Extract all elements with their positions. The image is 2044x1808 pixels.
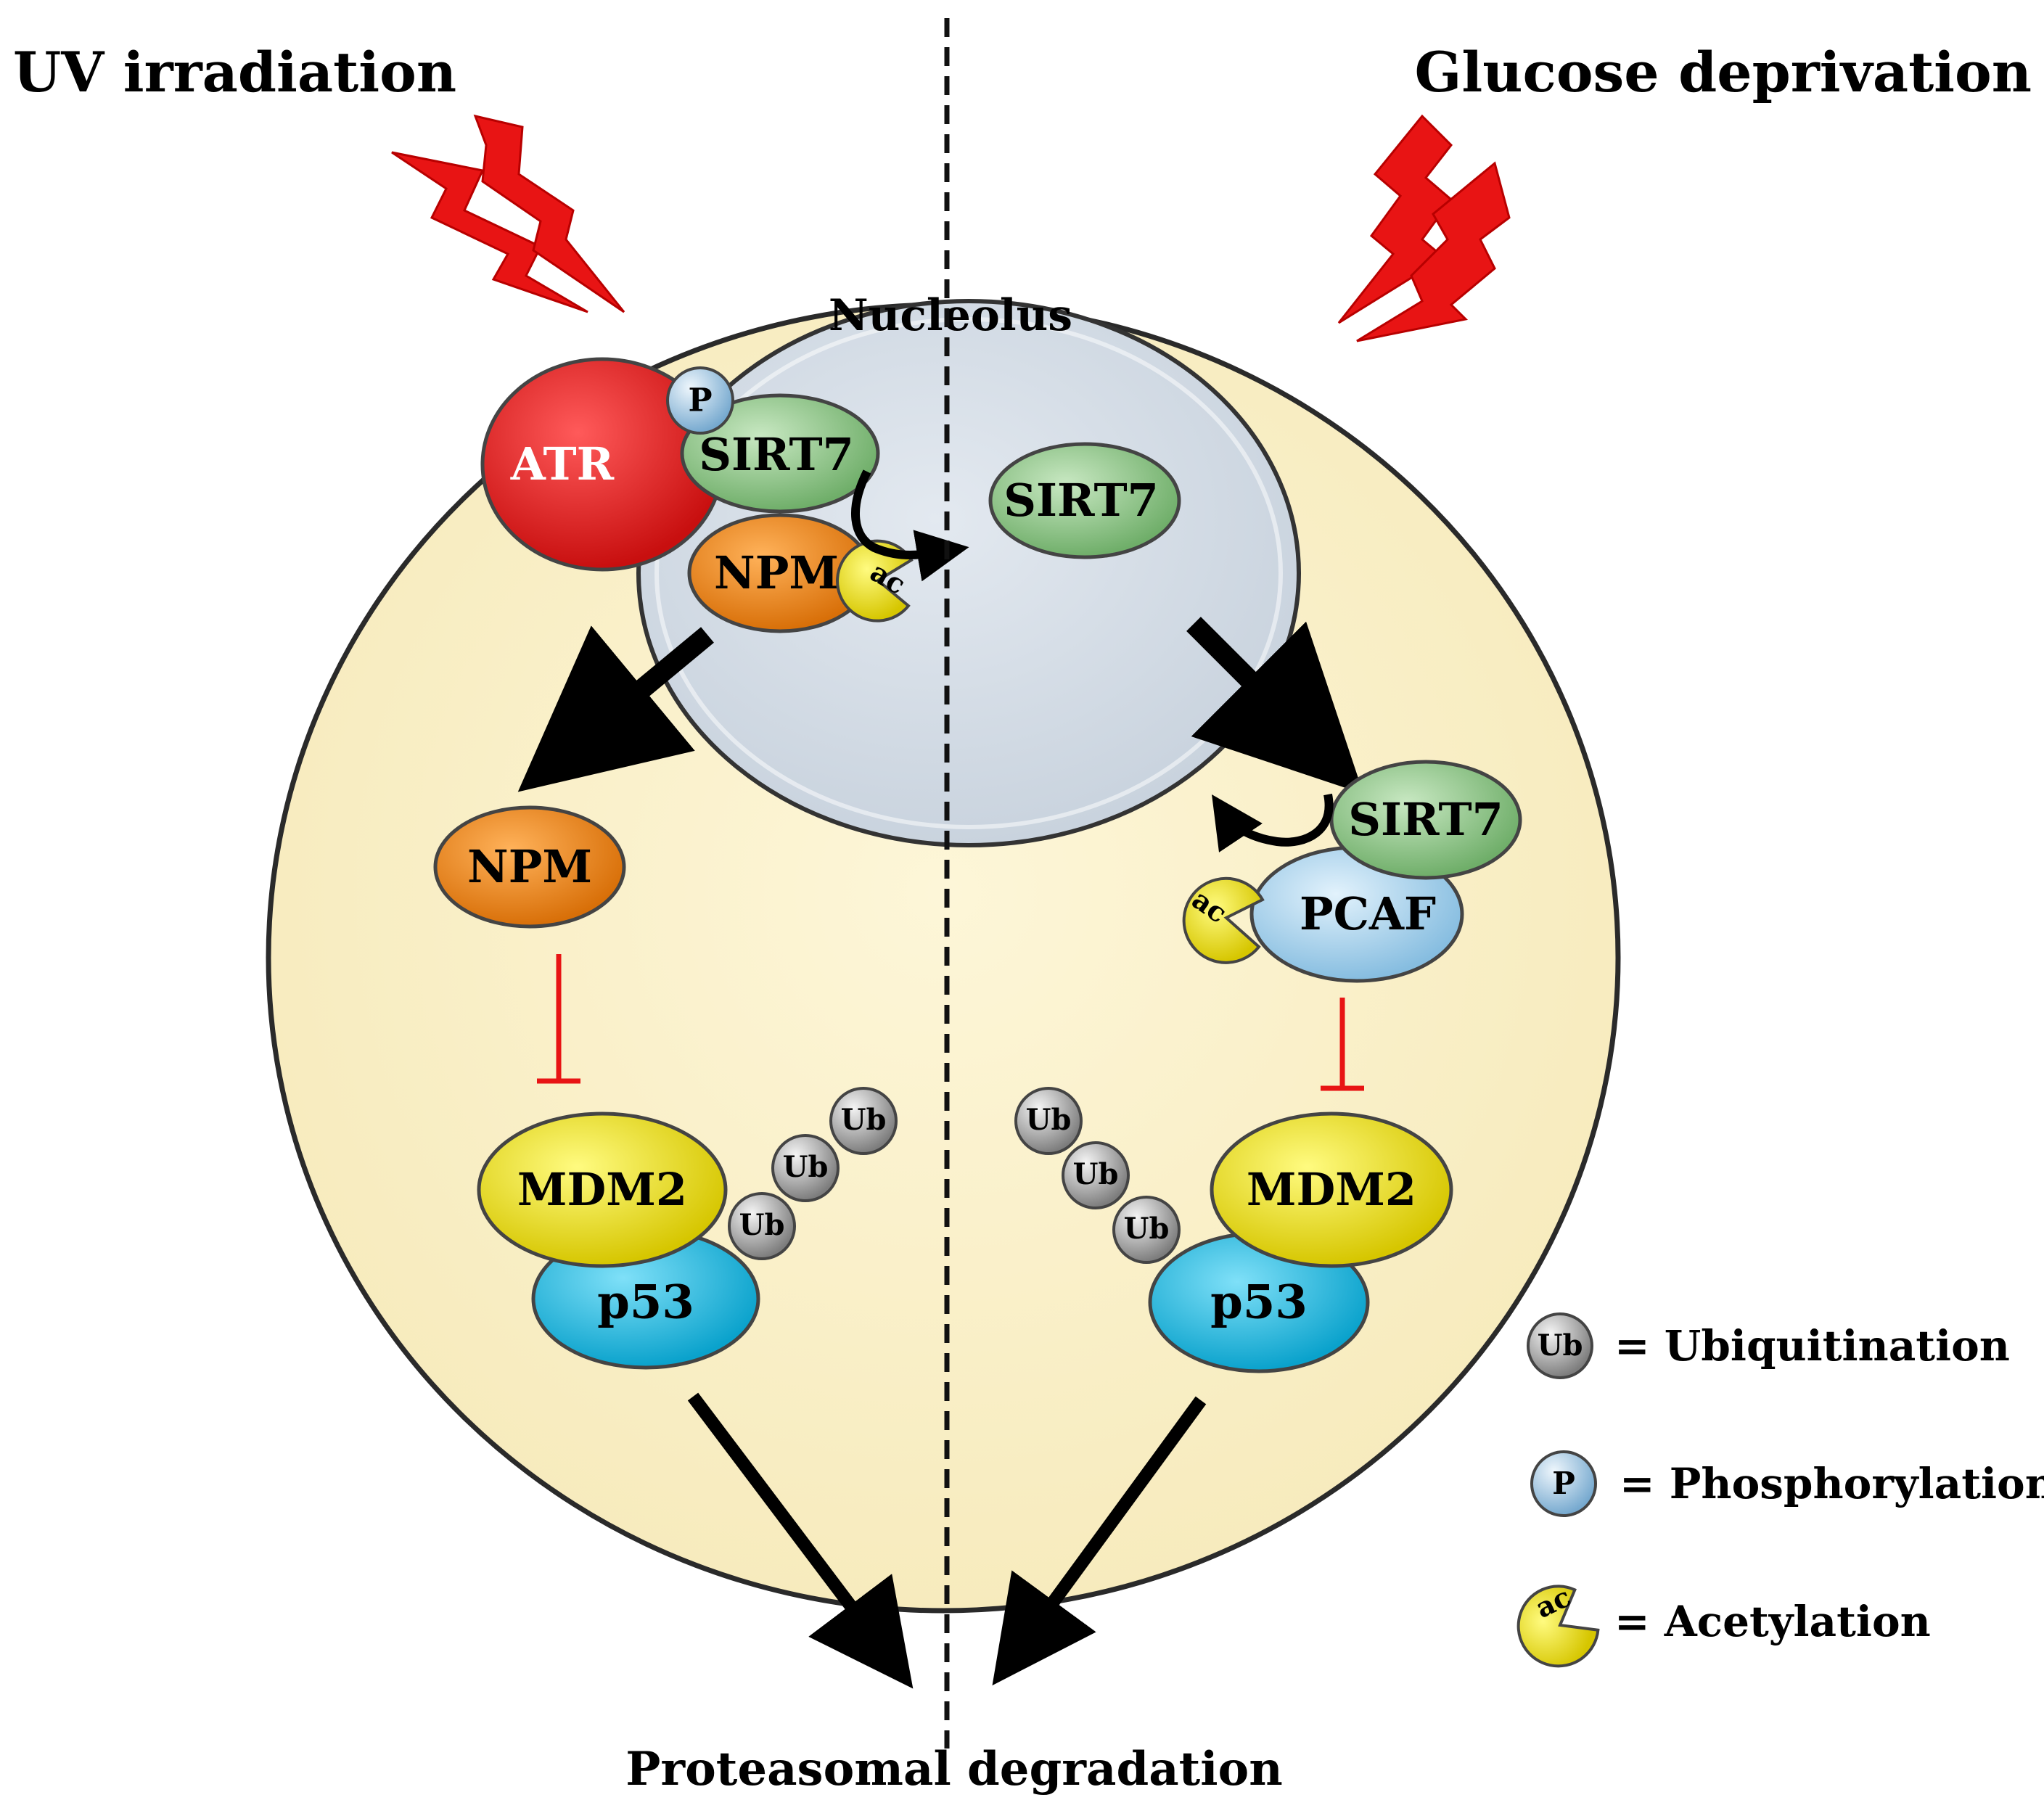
legend-phospho-icon xyxy=(1530,1450,1597,1517)
inhibition-right xyxy=(1321,998,1364,1091)
ub-label-right-1: Ub xyxy=(1124,1212,1170,1246)
degradation-arrow-right xyxy=(992,1396,1207,1686)
sirt7-protein-left xyxy=(680,393,880,514)
phospho-label: P xyxy=(688,382,712,419)
mdm2-p53-complex-right: p53 MDM2 Ub Ub Ub xyxy=(1014,1087,1453,1373)
degradation-arrow-left xyxy=(687,1392,914,1689)
legend-ub-symbol: Ub xyxy=(1538,1328,1583,1363)
legend-item-ubiquitination: Ub = Ubiquitination xyxy=(1527,1312,2010,1379)
pcaf-label: PCAF xyxy=(1300,887,1436,940)
deacetylation-arrow-left xyxy=(851,469,969,582)
sirt7-label-center: SIRT7 xyxy=(1003,474,1159,527)
ub-marker-right-1 xyxy=(1112,1196,1181,1264)
ub-label-right-2: Ub xyxy=(1073,1157,1119,1191)
pcaf-complex: PCAF SIRT7 ac xyxy=(1182,760,1522,983)
ub-marker-right-2 xyxy=(1062,1141,1130,1209)
ub-label-left-1: Ub xyxy=(739,1208,785,1242)
ub-label-left-2: Ub xyxy=(783,1150,829,1184)
npm-protein-cytoplasm xyxy=(433,805,626,929)
mdm2-p53-complex-left: p53 MDM2 Ub Ub Ub xyxy=(477,1087,898,1370)
left-title: UV irradiation xyxy=(13,40,456,104)
atr-label: ATR xyxy=(510,437,615,490)
sirt7-label-right: SIRT7 xyxy=(1348,793,1503,846)
legend-acetyl-label: = Acetylation xyxy=(1614,1597,1931,1646)
sirt7-label-left: SIRT7 xyxy=(699,428,854,481)
ub-label-right-3: Ub xyxy=(1026,1103,1072,1137)
legend-phospho-symbol: P xyxy=(1552,1466,1575,1501)
ub-marker-left-1 xyxy=(728,1192,796,1260)
p53-label-right: p53 xyxy=(1210,1275,1308,1330)
nucleolus-label: Nucleolus xyxy=(829,290,1072,341)
p53-label-left: p53 xyxy=(597,1275,694,1330)
legend-ub-icon xyxy=(1527,1312,1593,1379)
legend-phospho-label: = Phosphorylation xyxy=(1620,1459,2044,1508)
mdm2-label-left: MDM2 xyxy=(517,1163,687,1216)
npm-label-nucleolus: NPM xyxy=(714,546,839,599)
ub-marker-right-3 xyxy=(1014,1087,1083,1155)
legend-item-acetylation: ac = Acetylation xyxy=(1516,1580,1931,1668)
ub-marker-left-3 xyxy=(829,1087,898,1155)
legend-item-phosphorylation: P = Phosphorylation xyxy=(1530,1450,2044,1517)
npm-label-cytoplasm: NPM xyxy=(467,840,592,893)
ub-label-left-3: Ub xyxy=(841,1103,887,1137)
translocation-arrow-left xyxy=(517,625,714,792)
mdm2-protein-right xyxy=(1210,1111,1453,1268)
legend: Ub = Ubiquitination P = Phosphorylation … xyxy=(1516,1312,2044,1668)
uv-lightning-icon xyxy=(391,114,625,313)
acetyl-marker-pcaf xyxy=(1182,876,1265,964)
deacetylation-arrow-right xyxy=(1212,793,1334,852)
atr-complex: ATR SIRT7 P NPM ac xyxy=(480,357,969,633)
phospho-marker xyxy=(666,366,734,435)
ub-marker-left-2 xyxy=(771,1134,840,1202)
translocation-arrow-right xyxy=(1186,617,1364,794)
right-title: Glucose deprivation xyxy=(1415,40,2032,104)
mdm2-protein-left xyxy=(477,1111,728,1268)
acetyl-marker-npm xyxy=(836,539,914,622)
legend-ub-label: = Ubiquitination xyxy=(1614,1321,2010,1371)
legend-acetyl-icon xyxy=(1516,1585,1600,1668)
mdm2-label-right: MDM2 xyxy=(1247,1163,1416,1216)
bottom-title: Proteasomal degradation xyxy=(625,1742,1283,1796)
inhibition-left xyxy=(537,954,580,1084)
glucose-lightning-icon xyxy=(1337,114,1511,342)
sirt7-protein-center xyxy=(988,442,1181,559)
sirt7-protein-right xyxy=(1329,760,1522,880)
